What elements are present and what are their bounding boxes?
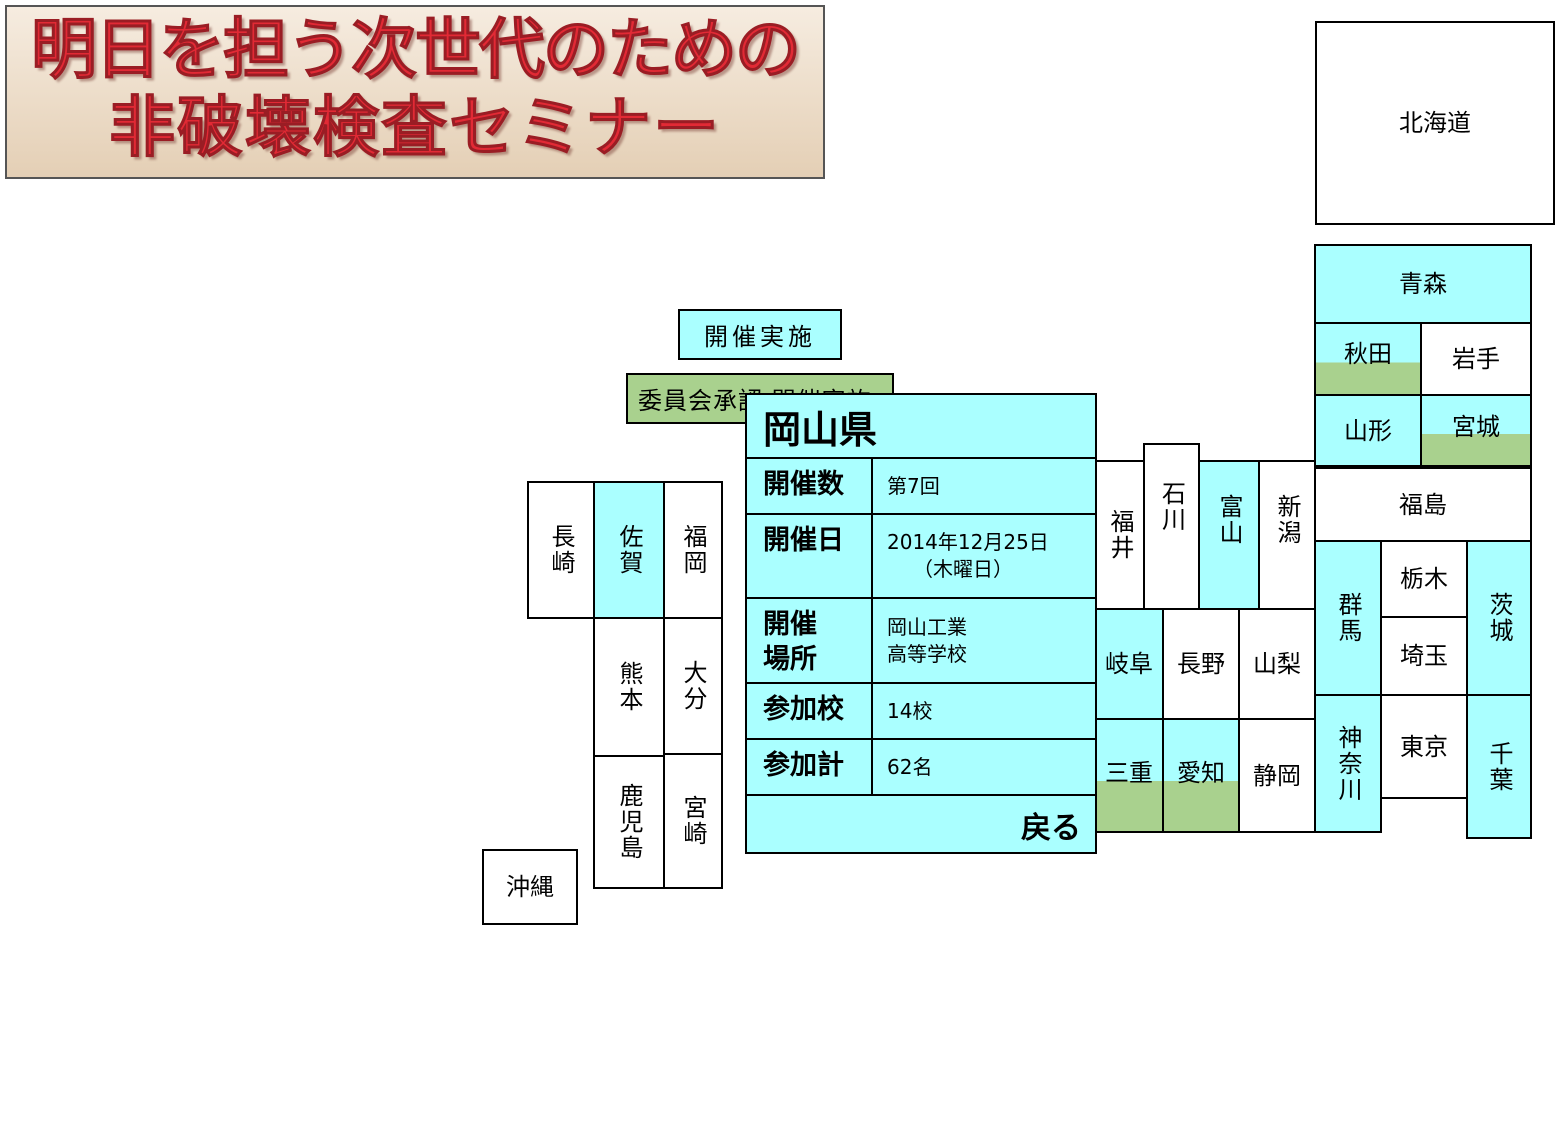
- popup-title: 岡山県: [747, 395, 1095, 459]
- detail-value: 62名: [887, 754, 933, 779]
- pref-saga[interactable]: 佐賀: [593, 481, 665, 619]
- detail-key: 参加計: [747, 740, 873, 794]
- legend-held: 開催実施: [678, 309, 842, 360]
- pref-shizuoka[interactable]: 静岡: [1238, 718, 1316, 833]
- detail-value: 岡山工業 高等学校: [887, 614, 967, 666]
- pref-gunma[interactable]: 群馬: [1314, 540, 1382, 696]
- detail-key: 開催数: [747, 459, 873, 513]
- pref-fukushima[interactable]: 福島: [1314, 467, 1532, 542]
- detail-row-count: 開催数 第7回: [747, 459, 1095, 515]
- detail-key: 開催 場所: [747, 599, 873, 682]
- pref-miyazaki[interactable]: 宮崎: [663, 753, 723, 889]
- pref-saitama[interactable]: 埼玉: [1380, 616, 1468, 696]
- detail-row-venue: 開催 場所 岡山工業 高等学校: [747, 599, 1095, 684]
- pref-nagasaki[interactable]: 長崎: [527, 481, 595, 619]
- pref-chiba[interactable]: 千葉: [1466, 694, 1532, 839]
- pref-kanagawa[interactable]: 神奈川: [1314, 694, 1382, 833]
- pref-yamagata[interactable]: 山形: [1314, 394, 1422, 467]
- prefecture-detail-popup: 岡山県 開催数 第7回 開催日 2014年12月25日 （木曜日） 開催 場所 …: [745, 393, 1097, 854]
- pref-aichi[interactable]: 愛知: [1162, 718, 1240, 833]
- pref-oita[interactable]: 大分: [663, 617, 723, 755]
- detail-row-participants: 参加計 62名: [747, 740, 1095, 796]
- pref-toyama[interactable]: 富山: [1198, 460, 1260, 610]
- pref-ibaraki[interactable]: 茨城: [1466, 540, 1532, 696]
- pref-miyagi[interactable]: 宮城: [1420, 394, 1532, 467]
- pref-fukui[interactable]: 福井: [1094, 460, 1146, 610]
- pref-tochigi[interactable]: 栃木: [1380, 540, 1468, 618]
- pref-gifu[interactable]: 岐阜: [1094, 608, 1164, 720]
- pref-kagoshima[interactable]: 鹿児島: [593, 755, 665, 889]
- pref-iwate[interactable]: 岩手: [1420, 322, 1532, 396]
- detail-key: 参加校: [747, 684, 873, 738]
- pref-nagano[interactable]: 長野: [1162, 608, 1240, 720]
- pref-hokkaido[interactable]: 北海道: [1315, 21, 1555, 225]
- pref-mie[interactable]: 三重: [1094, 718, 1164, 833]
- detail-value: 14校: [887, 698, 933, 723]
- pref-kumamoto[interactable]: 熊本: [593, 617, 665, 757]
- pref-tokyo[interactable]: 東京: [1380, 694, 1468, 799]
- detail-value: 2014年12月25日 （木曜日）: [887, 530, 1049, 581]
- pref-fukuoka[interactable]: 福岡: [663, 481, 723, 619]
- pref-aomori[interactable]: 青森: [1314, 244, 1532, 324]
- back-button[interactable]: 戻る: [1021, 811, 1081, 846]
- pref-yamanashi[interactable]: 山梨: [1238, 608, 1316, 720]
- banner-line-1: 明日を担う次世代のための: [31, 11, 802, 88]
- pref-okinawa[interactable]: 沖縄: [482, 849, 578, 925]
- pref-ishikawa[interactable]: 石川: [1143, 443, 1200, 610]
- detail-row-date: 開催日 2014年12月25日 （木曜日）: [747, 515, 1095, 599]
- pref-niigata[interactable]: 新潟: [1258, 460, 1316, 610]
- detail-value: 第7回: [887, 473, 940, 498]
- detail-row-schools: 参加校 14校: [747, 684, 1095, 740]
- banner-line-2: 非破壊検査セミナー: [109, 89, 721, 166]
- pref-akita[interactable]: 秋田: [1314, 322, 1422, 396]
- detail-key: 開催日: [747, 515, 873, 597]
- seminar-title-banner: 明日を担う次世代のための 非破壊検査セミナー: [5, 5, 825, 179]
